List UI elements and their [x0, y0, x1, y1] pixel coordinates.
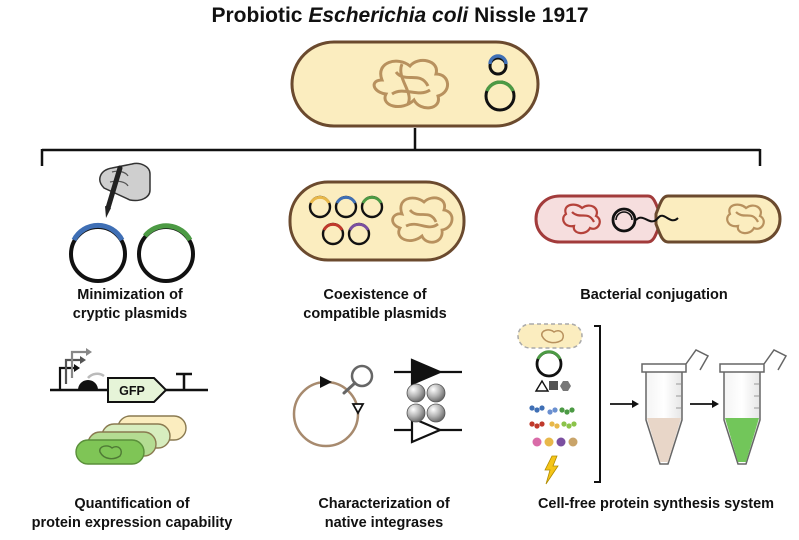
chromosome-recipient: [726, 203, 765, 235]
label-integrases-2: native integrases: [325, 515, 443, 531]
terminator-icon: [176, 372, 192, 390]
label-integrases-1: Characterization of: [318, 496, 449, 512]
cell-extract: [517, 323, 583, 349]
panel-minimization: Minimization of cryptic plasmids: [69, 162, 195, 322]
label-minimization-1: Minimization of: [77, 287, 183, 303]
att-site-open: [351, 403, 365, 415]
panel-conjugation: Bacterial conjugation: [534, 194, 782, 303]
donor-cell: [534, 194, 662, 244]
fluorescent-cells-stack: [75, 415, 187, 465]
promoter-arrows-icon: [58, 348, 92, 390]
conjugative-plasmid: [611, 207, 637, 233]
label-coexistence-1: Coexistence of: [323, 287, 426, 303]
reaction-tube-green: [719, 349, 788, 465]
integrase-plasmid: [292, 380, 360, 448]
panel-coexistence: Coexistence of compatible plasmids: [288, 180, 466, 322]
reaction-arrow-2: [690, 400, 719, 408]
amino-acids-icon: [529, 405, 577, 429]
plasmid-grid: [308, 195, 384, 246]
magnifier-icon: [342, 364, 374, 395]
recipient-cell: [654, 194, 782, 244]
diagram-title: Probiotic Escherichia coli Nissle 1917: [211, 4, 588, 27]
chromosome-donor: [562, 203, 601, 235]
label-quantification-1: Quantification of: [74, 496, 189, 512]
panel-integrases: Characterization of native integrases: [292, 358, 462, 531]
integrase-protein-icon: [406, 383, 446, 423]
label-quantification-2: protein expression capability: [32, 515, 233, 531]
reaction-tube-beige: [641, 349, 710, 465]
components-bracket: [594, 325, 601, 483]
label-minimization-2: cryptic plasmids: [73, 306, 187, 322]
branch-bracket: [40, 128, 762, 166]
rbs-icon: [78, 380, 98, 390]
gfp-gene-arrow: [107, 377, 168, 403]
transfer-dna: [635, 214, 679, 223]
small-molecules-icon: [534, 379, 571, 392]
integrase-sites: [394, 358, 462, 444]
nucleotides-icon: [532, 437, 578, 447]
chromosome-coexistence: [391, 196, 454, 244]
label-conjugation: Bacterial conjugation: [580, 287, 727, 303]
top-cell: [290, 40, 540, 128]
label-cellfree: Cell-free protein synthesis system: [538, 496, 774, 512]
panel-cellfree: Cell-free protein synthesis system: [517, 323, 788, 512]
energy-bolt-icon: [544, 455, 559, 485]
plasmid-small-blue: [488, 56, 508, 76]
hand-pen-icon: [99, 162, 151, 218]
gfp-gene-label: GFP: [119, 384, 145, 398]
label-coexistence-2: compatible plasmids: [303, 306, 446, 322]
reaction-arrow-1: [610, 400, 639, 408]
chromosome-top: [372, 58, 449, 110]
panel-quantification: GFP Quantification of protein expression…: [32, 348, 233, 531]
